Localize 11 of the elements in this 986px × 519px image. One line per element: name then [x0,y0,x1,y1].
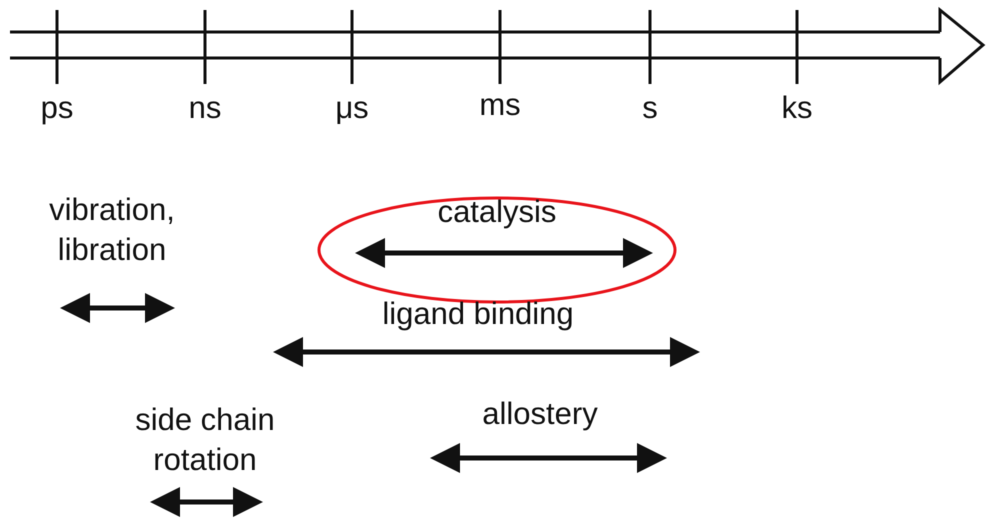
process-label: side chain rotation [134,401,276,479]
tick-label: μs [335,89,369,127]
process-label: vibration, libration [48,191,176,269]
tick-label: ms [479,86,521,124]
tick-label: s [642,89,658,127]
tick-label: ns [188,89,222,127]
process-label: ligand binding [382,295,574,333]
process-label: catalysis [438,193,556,231]
tick-label: ps [40,89,74,127]
tick-label: ks [782,89,812,127]
process-label: allostery [482,395,598,433]
